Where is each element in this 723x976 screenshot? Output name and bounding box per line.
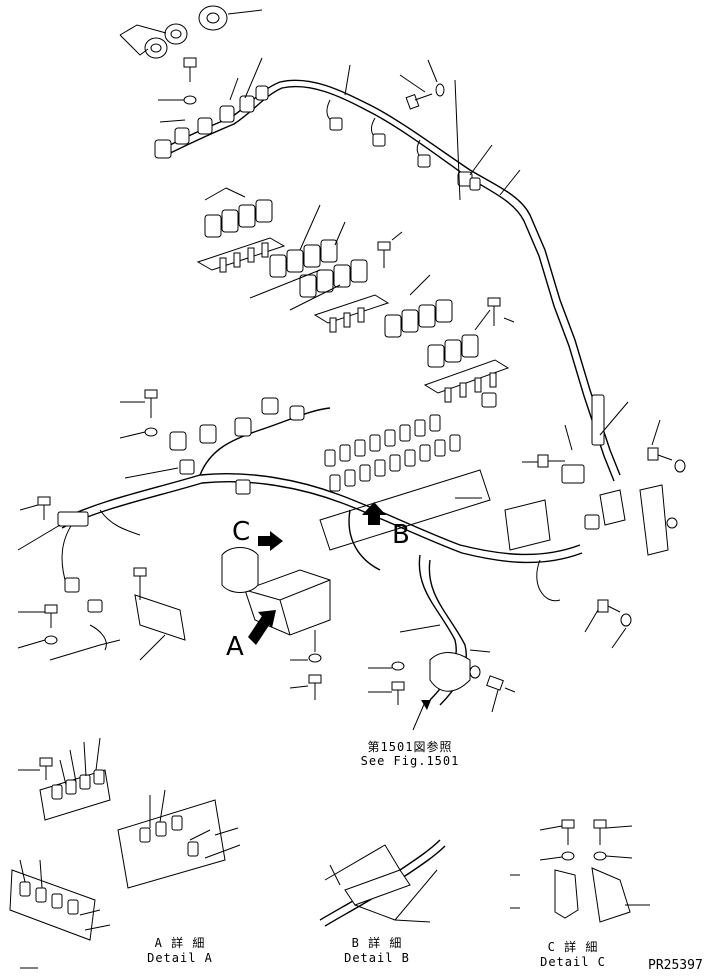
detail-c-caption-jp: C 詳 細 (547, 940, 599, 954)
upper-wiring-harness (154, 57, 629, 482)
bolt-set-center (289, 630, 405, 705)
control-box-a (221, 547, 331, 636)
detail-a-caption-en: Detail A (147, 951, 213, 965)
detail-c-drawing (510, 819, 650, 923)
relay-group-2 (249, 204, 390, 333)
detail-arrow-a-pointer (248, 610, 276, 645)
detail-b-drawing (319, 839, 446, 927)
detail-b-caption-jp: B 詳 細 (351, 936, 403, 950)
detail-arrow-c-pointer (258, 531, 283, 551)
bolt-set-left (17, 389, 179, 649)
grommet-group (119, 5, 263, 59)
detail-arrow-b-pointer (362, 502, 386, 525)
bolt-set-right (504, 419, 686, 649)
reference-arrow (412, 700, 431, 731)
relay-group-3 (384, 274, 510, 408)
left-bracket (49, 567, 186, 661)
detail-a-caption-jp: A 詳 細 (154, 936, 206, 950)
bolt-set-top (158, 57, 461, 201)
lower-right-bracket (399, 624, 516, 713)
detail-label-c: C (232, 517, 251, 547)
reference-label-en: See Fig.1501 (360, 754, 460, 768)
detail-label-b: B (392, 520, 410, 550)
detail-b-caption-en: Detail B (344, 951, 410, 965)
drawing-number: PR25397 (648, 958, 703, 973)
bolt-set-relays (377, 231, 515, 326)
reference-label-jp: 第1501図参照 (367, 740, 453, 754)
fuse-block (319, 414, 491, 551)
detail-a-drawings (9, 737, 241, 941)
detail-label-a: A (226, 632, 244, 662)
relay-group-1 (196, 187, 286, 273)
detail-c-caption-en: Detail C (540, 955, 606, 969)
